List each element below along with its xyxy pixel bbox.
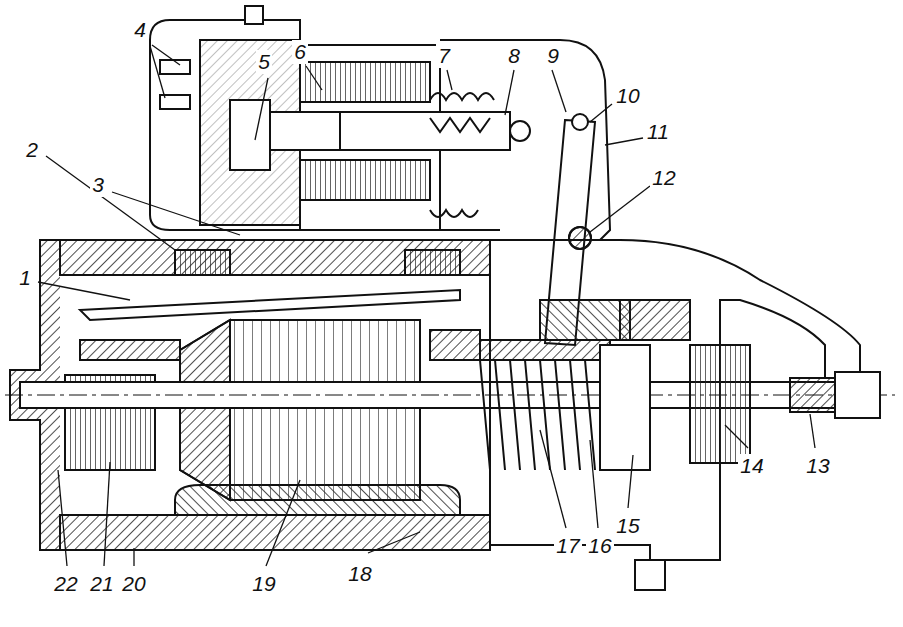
callout-number: 17 bbox=[554, 534, 581, 557]
callout-number: 14 bbox=[738, 454, 765, 477]
callout-number: 8 bbox=[506, 44, 522, 67]
callout-number: 7 bbox=[436, 44, 452, 67]
callout-number: 2 bbox=[24, 138, 40, 161]
callout-number: 22 bbox=[52, 572, 79, 595]
callout-number: 3 bbox=[90, 173, 106, 196]
callout-number: 21 bbox=[88, 572, 115, 595]
callout-number: 11 bbox=[645, 120, 671, 143]
callout-number: 9 bbox=[545, 44, 561, 67]
callout-number: 10 bbox=[614, 84, 641, 107]
callout-number: 18 bbox=[346, 562, 373, 585]
callout-number: 4 bbox=[132, 18, 148, 41]
callout-number: 13 bbox=[804, 454, 831, 477]
callout-number: 19 bbox=[250, 572, 277, 595]
callout-number: 12 bbox=[650, 166, 677, 189]
callout-number: 15 bbox=[614, 514, 641, 537]
callout-number: 5 bbox=[256, 50, 272, 73]
callout-number: 16 bbox=[586, 534, 613, 557]
callout-number: 1 bbox=[17, 266, 33, 289]
callout-number: 20 bbox=[120, 572, 147, 595]
callout-number: 6 bbox=[292, 40, 308, 63]
